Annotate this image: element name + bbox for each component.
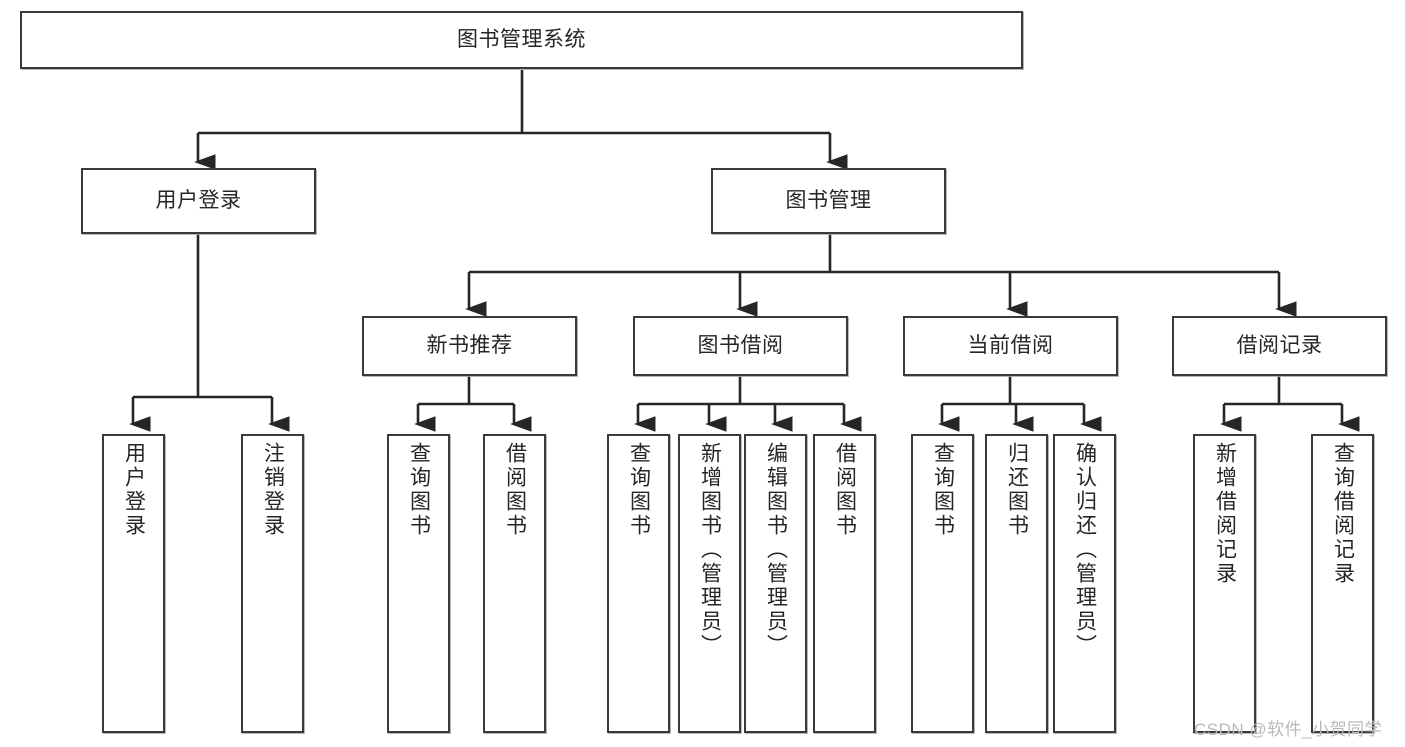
node-label: 用户登录 — [122, 442, 146, 538]
node-user-login[interactable]: 用户登录 — [81, 168, 316, 234]
node-label: 归还图书 — [1005, 442, 1029, 538]
node-label: 借阅图书 — [503, 442, 527, 538]
node-label: 注销登录 — [261, 442, 285, 538]
node-label: 查询图书 — [407, 442, 431, 538]
node-root-library-system[interactable]: 图书管理系统 — [20, 11, 1023, 69]
node-borrow-records[interactable]: 借阅记录 — [1172, 316, 1387, 376]
leaf-user-login-signin[interactable]: 用户登录 — [102, 434, 165, 733]
leaf-current-return-book[interactable]: 归还图书 — [985, 434, 1048, 733]
node-label: 图书借阅 — [697, 334, 784, 358]
node-label: 查询借阅记录 — [1331, 442, 1355, 586]
node-label: 借阅图书 — [833, 442, 857, 538]
csdn-watermark: CSDN @软件_小贺同学 — [1194, 720, 1383, 739]
leaf-records-add-record[interactable]: 新增借阅记录 — [1193, 434, 1256, 733]
leaf-records-query-record[interactable]: 查询借阅记录 — [1311, 434, 1374, 733]
node-label: 确认归还（管理员） — [1073, 442, 1097, 658]
node-current-borrow[interactable]: 当前借阅 — [903, 316, 1118, 376]
node-book-borrow[interactable]: 图书借阅 — [633, 316, 848, 376]
node-label: 用户登录 — [155, 189, 242, 213]
node-label: 图书管理系统 — [457, 28, 586, 52]
node-book-management[interactable]: 图书管理 — [711, 168, 946, 234]
leaf-borrow-query-book[interactable]: 查询图书 — [607, 434, 670, 733]
leaf-borrow-borrow-book[interactable]: 借阅图书 — [813, 434, 876, 733]
node-label: 图书管理 — [785, 189, 872, 213]
node-label: 编辑图书（管理员） — [764, 442, 788, 658]
leaf-current-query-book[interactable]: 查询图书 — [911, 434, 974, 733]
leaf-borrow-edit-book-admin[interactable]: 编辑图书（管理员） — [744, 434, 807, 733]
leaf-new-books-borrow[interactable]: 借阅图书 — [483, 434, 546, 733]
node-label: 新增图书（管理员） — [698, 442, 722, 658]
leaf-borrow-add-book-admin[interactable]: 新增图书（管理员） — [678, 434, 741, 733]
node-label: 新书推荐 — [426, 334, 513, 358]
node-label: 借阅记录 — [1236, 334, 1323, 358]
leaf-user-login-signout[interactable]: 注销登录 — [241, 434, 304, 733]
node-label: 查询图书 — [931, 442, 955, 538]
leaf-current-confirm-return-admin[interactable]: 确认归还（管理员） — [1053, 434, 1116, 733]
node-label: 新增借阅记录 — [1213, 442, 1237, 586]
node-label: 当前借阅 — [967, 334, 1054, 358]
leaf-new-books-query[interactable]: 查询图书 — [387, 434, 450, 733]
node-new-book-recommend[interactable]: 新书推荐 — [362, 316, 577, 376]
node-label: 查询图书 — [627, 442, 651, 538]
